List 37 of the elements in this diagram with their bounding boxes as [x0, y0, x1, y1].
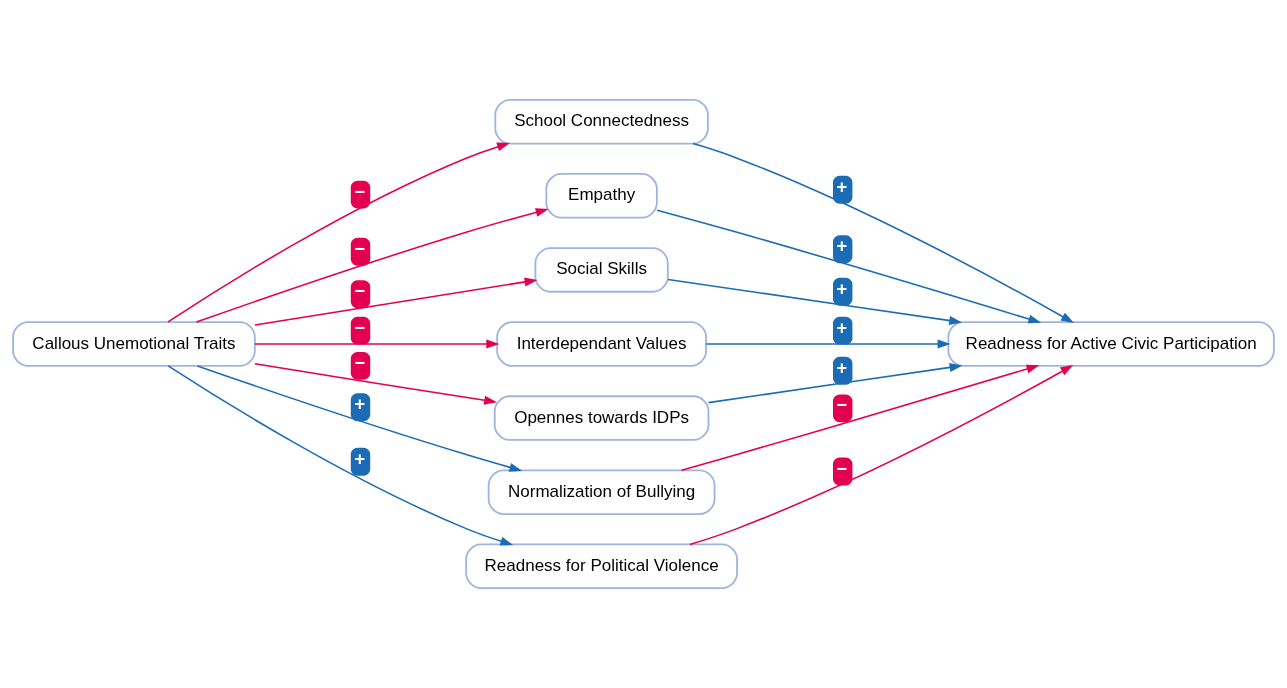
node-box: Callous Unemotional Traits	[12, 321, 256, 367]
arrow	[656, 209, 1042, 324]
edge-label: −	[354, 238, 366, 259]
arrow	[689, 364, 1074, 546]
edge-label: +	[354, 394, 366, 415]
edge-label: +	[354, 448, 366, 469]
edge-label: −	[836, 458, 848, 479]
node-box: Readness for Political Violence	[465, 543, 738, 590]
edge-label: +	[836, 236, 848, 257]
arrow	[196, 365, 523, 472]
arrow	[167, 365, 514, 546]
node-box: Empathy	[545, 173, 658, 219]
edge-label: −	[354, 181, 366, 202]
edge-label: +	[836, 317, 848, 338]
arrow	[167, 142, 510, 323]
node-box: Opennes towards IDPs	[493, 395, 710, 441]
edge-label: −	[354, 352, 366, 373]
node-box: Interdependant Values	[496, 321, 707, 367]
node-box: School Connectedness	[494, 98, 709, 145]
arrow	[680, 364, 1040, 472]
node-box: Readness for Active Civic Participation	[947, 321, 1275, 367]
node-box: Social Skills	[534, 247, 669, 293]
edge-label: −	[354, 317, 366, 338]
arrow	[667, 278, 963, 325]
edge-label: −	[836, 395, 848, 416]
edge-label: +	[836, 357, 848, 378]
node-box: Normalization of Bullying	[487, 469, 716, 515]
arrow	[254, 277, 538, 326]
arrow	[707, 362, 963, 404]
arrow	[254, 362, 498, 405]
arrow	[195, 208, 549, 323]
edge-label: +	[836, 176, 848, 197]
arrow	[692, 142, 1074, 324]
arrow	[254, 339, 500, 349]
edge-label: +	[836, 278, 848, 299]
edge-label: −	[354, 281, 366, 302]
arrow	[705, 339, 951, 349]
